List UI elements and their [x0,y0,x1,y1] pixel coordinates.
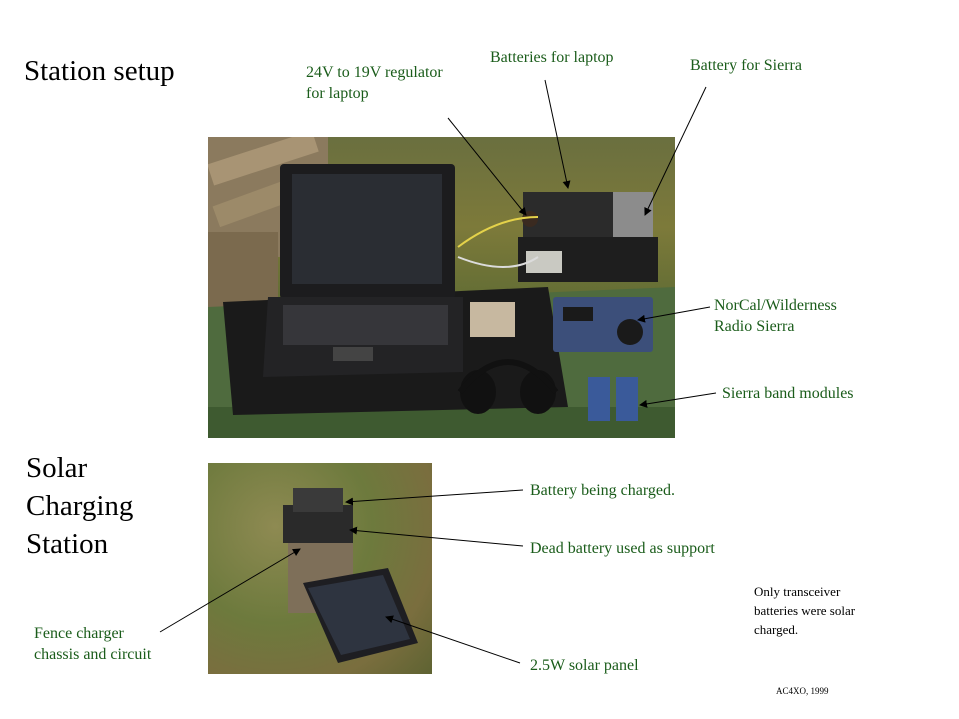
batteries-laptop-label: Batteries for laptop [490,49,614,66]
battery-sierra-label: Battery for Sierra [690,57,802,74]
solar-charging-photo [208,463,432,674]
regulator-label: 24V to 19V regulator for laptop [306,62,443,104]
band-modules-label: Sierra band modules [722,385,854,402]
solar-heading-line-1: Solar [26,452,88,484]
note-line-2: batteries were solar [754,603,856,618]
fence-charger-label: Fence charger chassis and circuit [34,623,151,665]
band-module [616,377,638,421]
wire [457,256,539,268]
solar-heading-line-3: Station [26,528,109,560]
regulator-label-line-1: 24V to 19V regulator [306,64,443,81]
wood-beam [208,137,319,186]
fence-label-line-2: chassis and circuit [34,646,152,663]
solar-note: Only transceiver batteries were solar ch… [754,582,855,639]
credit: AC4XO, 1999 [776,686,829,696]
note-line-3: charged. [754,622,799,637]
station-setup-illustration [208,137,675,438]
note-line-1: Only transceiver [754,584,841,599]
laptop-screen [292,174,442,284]
regulator [522,211,538,227]
headphone-band [457,359,559,394]
meter-face [526,251,562,273]
sierra-battery [613,192,653,237]
laptop-keyboard [283,305,448,345]
norcal-label-line-2: Radio Sierra [714,318,795,335]
wire [457,216,539,248]
solar-charging-illustration [283,488,418,663]
charging-battery [293,488,343,512]
log [208,232,278,312]
solar-panel-label: 2.5W solar panel [530,657,639,674]
solar-heading-line-2: Charging [26,490,134,522]
battery-charged-label: Battery being charged. [530,482,675,499]
regulator-label-line-2: for laptop [306,85,369,102]
band-module [588,377,610,421]
paddle-key [470,302,515,337]
station-setup-photo [208,137,675,438]
fence-label-line-1: Fence charger [34,625,124,642]
laptop-touchpad [333,347,373,361]
radio-display [563,307,593,321]
solar-cells [308,575,410,655]
norcal-sierra-label: NorCal/Wilderness Radio Sierra [714,295,837,337]
solar-charging-heading: Solar Charging Station [26,449,133,563]
dead-battery-label: Dead battery used as support [530,540,715,557]
station-setup-heading: Station setup [24,55,175,87]
norcal-label-line-1: NorCal/Wilderness [714,297,837,314]
radio-tuning-knob [617,319,643,345]
